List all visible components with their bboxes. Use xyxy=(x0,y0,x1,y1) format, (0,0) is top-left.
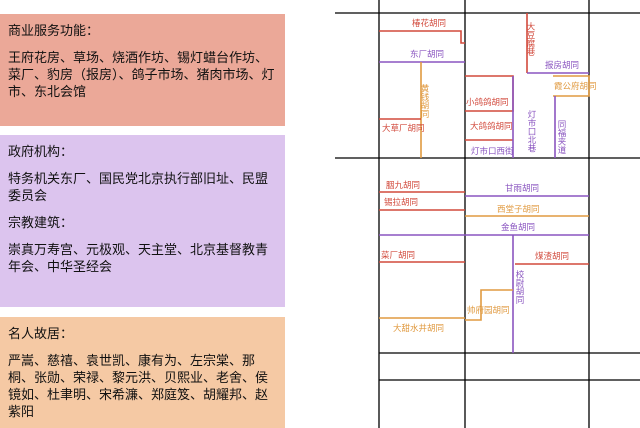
line-l21 xyxy=(465,289,513,321)
hutong-lines xyxy=(379,13,590,353)
label-l10: 灯市口北巷 xyxy=(526,109,536,152)
label-l4: 报房胡同 xyxy=(545,60,579,71)
label-l22: 大甜水井胡同 xyxy=(393,323,444,334)
commerce-items: 王府花房、草场、烧酒作坊、锡灯蜡台作坊、菜厂、豹房（报房）、鸽子市场、猪肉市场、… xyxy=(8,51,275,100)
commerce-legend-panel: 商业服务功能： 王府花房、草场、烧酒作坊、锡灯蜡台作坊、菜厂、豹房（报房）、鸽子… xyxy=(0,14,285,126)
label-l18: 菜厂胡同 xyxy=(381,250,415,261)
label-l2: 大豆腐巷 xyxy=(525,21,535,56)
label-l5: 霞公府胡同 xyxy=(554,81,597,92)
label-l20: 校尉胡同 xyxy=(514,269,524,305)
label-l15: 锡拉胡同 xyxy=(384,197,418,208)
commerce-heading: 商业服务功能： xyxy=(8,24,100,39)
street-labels: 椿花胡同 大豆腐巷 东厂胡同 报房胡同 霞公府胡同 黄钱胡同 小鸽鸽胡同 大鸽鸽… xyxy=(381,18,597,334)
government-heading: 政府机构： xyxy=(8,145,74,160)
label-l16: 西堂子胡同 xyxy=(497,204,540,215)
label-l21: 帅府园胡同 xyxy=(467,305,510,316)
main-roads xyxy=(335,0,640,428)
government-legend-panel: 政府机构： 特务机关东厂、国民党北京执行部旧址、民盟委员会 宗教建筑： 崇真万寿… xyxy=(0,135,285,307)
residences-items: 严嵩、慈禧、袁世凯、康有为、左宗棠、那桐、张勋、荣禄、黎元洪、贝熙业、老舍、侯镜… xyxy=(8,354,269,420)
label-l9: 大草厂胡同 xyxy=(382,123,425,134)
label-l7: 小鸽鸽胡同 xyxy=(466,97,509,108)
label-l3: 东厂胡同 xyxy=(410,49,444,60)
label-l2-text: 大豆腐巷 xyxy=(525,21,535,56)
label-l19: 煤渣胡同 xyxy=(535,251,569,262)
religion-items: 崇真万寿宫、元极观、天主堂、北京基督教青年会、中华圣经会 xyxy=(8,243,269,275)
line-l5 xyxy=(553,75,590,97)
hutong-map: 椿花胡同 大豆腐巷 东厂胡同 报房胡同 霞公府胡同 黄钱胡同 小鸽鸽胡同 大鸽鸽… xyxy=(335,0,640,428)
label-l14: 甘雨胡同 xyxy=(505,183,539,194)
residences-legend-panel: 名人故居： 严嵩、慈禧、袁世凯、康有为、左宗棠、那桐、张勋、荣禄、黎元洪、贝熙业… xyxy=(0,317,285,428)
religion-heading: 宗教建筑： xyxy=(8,216,74,231)
label-l17: 金鱼胡同 xyxy=(501,222,535,233)
label-l13: 胭九胡同 xyxy=(386,180,420,191)
label-l11: 同福夹道 xyxy=(556,120,566,155)
label-l6: 黄钱胡同 xyxy=(419,83,429,119)
residences-heading: 名人故居： xyxy=(8,327,74,342)
government-items: 特务机关东厂、国民党北京执行部旧址、民盟委员会 xyxy=(8,172,269,204)
label-l8: 大鸽鸽胡同 xyxy=(470,121,513,132)
label-l1: 椿花胡同 xyxy=(412,18,446,29)
label-l12: 灯市口西街 xyxy=(471,146,514,157)
line-l1 xyxy=(379,30,465,44)
